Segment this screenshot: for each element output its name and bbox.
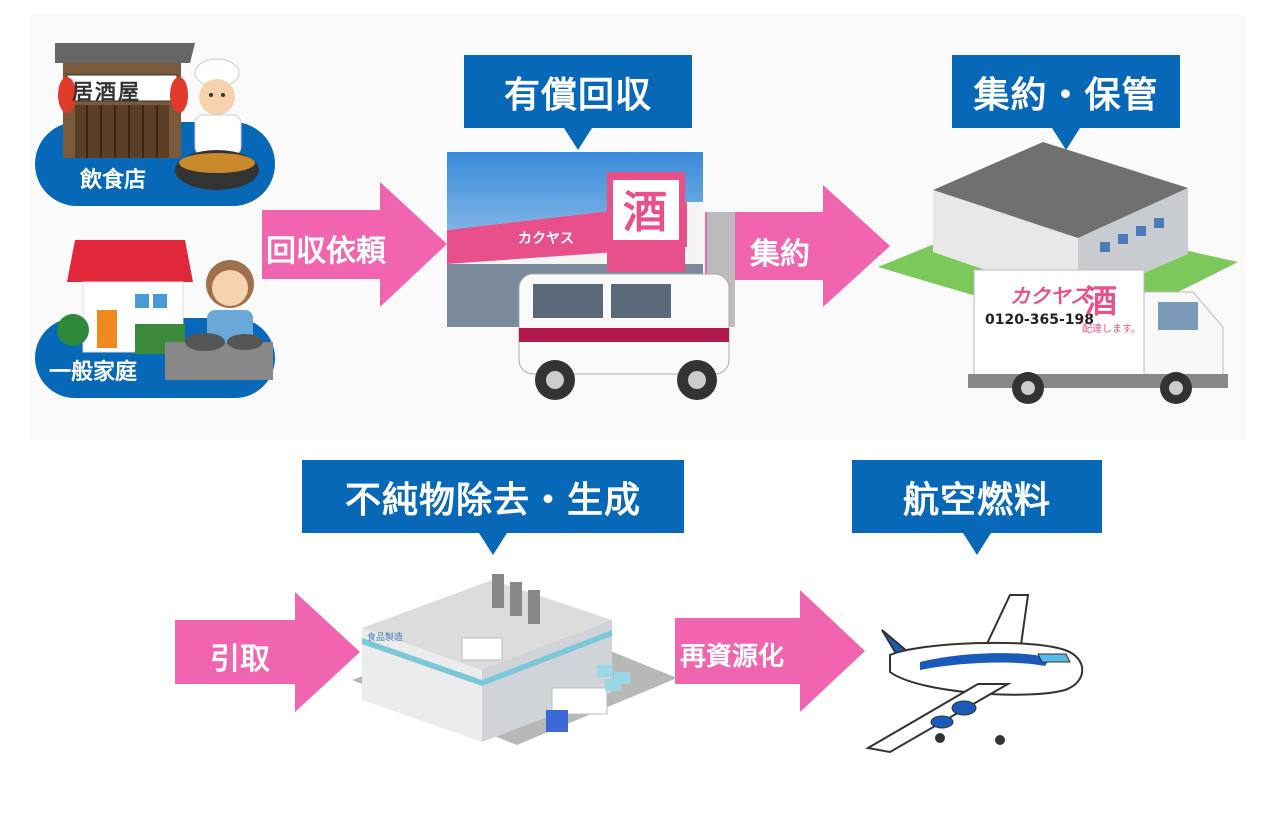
shop-sign: 酒 xyxy=(623,187,667,238)
request-arrow: 回収依頼 xyxy=(262,182,447,307)
consolidation-title: 集約・保管 xyxy=(952,55,1180,150)
consolidate-arrow: 集約 xyxy=(705,185,890,307)
household-illustration xyxy=(57,240,273,380)
pickup-arrow-label: 引取 xyxy=(210,642,270,677)
recycle-arrow-label: 再資源化 xyxy=(680,642,785,672)
truck-phone: 0120-365-198 xyxy=(985,312,1095,328)
recycle-arrow: 再資源化 xyxy=(675,590,865,712)
refining-title: 不純物除去・生成 xyxy=(302,460,684,555)
shop-name: カクヤス xyxy=(518,231,574,247)
paid-collection-title: 有償回収 xyxy=(464,55,692,150)
pickup-arrow: 引取 xyxy=(175,592,360,712)
request-arrow-label: 回収依頼 xyxy=(266,234,386,269)
shop-and-van-illustration xyxy=(447,152,735,400)
warehouse-and-truck-illustration xyxy=(878,142,1238,404)
factory-illustration xyxy=(352,574,677,745)
airplane-illustration xyxy=(865,594,1084,754)
restaurant-illustration xyxy=(55,43,259,190)
restaurant-label: 飲食店 xyxy=(80,168,147,193)
factory-sign: 食品製造 xyxy=(367,633,404,643)
truck-slogan: 配達します。 xyxy=(1082,324,1141,335)
truck-sign: 酒 xyxy=(1085,282,1118,320)
truck-brand: カクヤス xyxy=(1010,284,1090,308)
household-label: 一般家庭 xyxy=(49,360,138,385)
restaurant-sign: 居酒屋 xyxy=(72,80,141,104)
fuel-title: 航空燃料 xyxy=(852,460,1102,555)
consolidate-arrow-label: 集約 xyxy=(750,237,810,272)
